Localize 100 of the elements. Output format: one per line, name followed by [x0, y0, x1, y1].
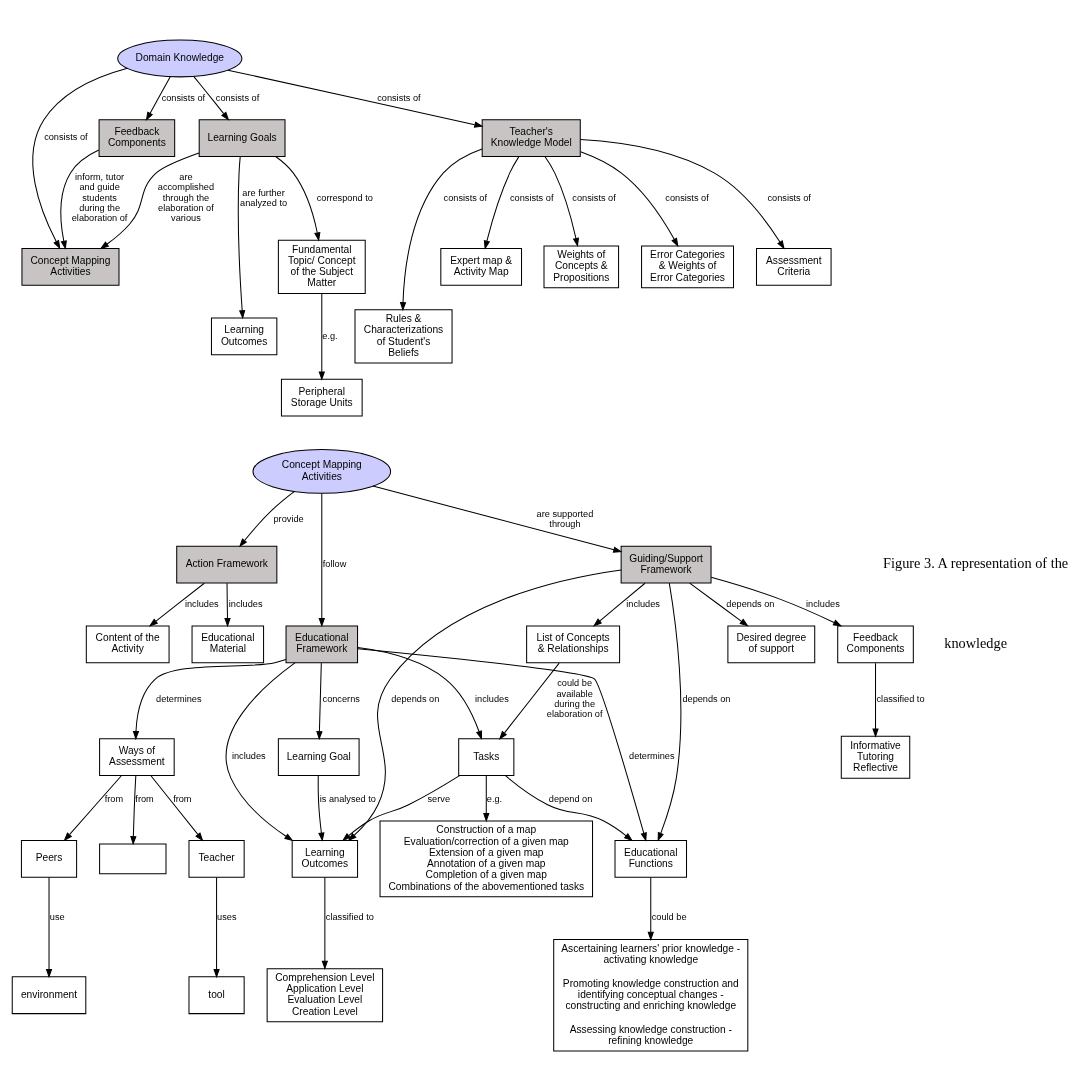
node-box: Desired degree of support	[727, 625, 816, 664]
node-box	[99, 843, 167, 875]
arrow	[225, 662, 296, 842]
node-box: tool	[188, 976, 245, 1015]
edge-label: could be	[651, 912, 687, 923]
arrow	[357, 648, 647, 842]
edge-label: depends on	[682, 693, 731, 704]
arrow	[32, 67, 128, 250]
arrow	[316, 662, 323, 741]
edge-label: could be available during the elaboration of	[546, 678, 603, 720]
arrow	[399, 148, 483, 312]
arrow	[227, 69, 484, 128]
arrow	[504, 775, 633, 842]
node-box: Learning Goals	[198, 119, 286, 158]
edge-label: concerns	[322, 693, 360, 704]
edge-label: from	[173, 793, 192, 804]
node-box: Action Framework	[176, 545, 278, 584]
edge-label: follow	[322, 558, 347, 569]
edge-label: use	[49, 912, 65, 923]
node-box: Teacher's Knowledge Model	[481, 119, 581, 158]
edge-label: from	[135, 793, 154, 804]
edge-label: consists of	[767, 192, 811, 203]
node-ellipse: Domain Knowledge	[117, 39, 243, 78]
arrow	[150, 775, 204, 842]
edge-label: serve	[427, 793, 451, 804]
arrow	[580, 151, 679, 248]
arrow	[579, 138, 785, 250]
edge-label: is analysed to	[319, 793, 376, 804]
node-box: Educational Material	[191, 625, 265, 664]
arrow	[341, 775, 461, 842]
edge-label: correspond to	[316, 192, 373, 203]
arrow	[483, 156, 520, 250]
edge-label: determines	[156, 693, 202, 704]
node-box: environment	[11, 976, 87, 1015]
arrow	[357, 647, 482, 740]
node-box: Assessment Criteria	[756, 248, 832, 286]
edge-label: e.g.	[322, 330, 338, 341]
edge-label: consists of	[44, 132, 88, 143]
node-box: Error Categories & Weights of Error Categories	[641, 245, 734, 289]
edge-label: from	[104, 793, 124, 804]
edge-label: consists of	[377, 92, 421, 103]
label: Figure 3. A representation of the	[883, 555, 1069, 572]
node-box: Educational Functions	[614, 839, 688, 878]
node-box: Educational Framework	[285, 625, 359, 664]
arrow	[710, 576, 843, 627]
edge-label: includes	[806, 598, 840, 609]
arrow	[99, 152, 200, 250]
edge-label: includes	[228, 598, 263, 609]
arrow	[498, 662, 560, 740]
node-box: Rules & Characterizations of Student's Beliefs	[354, 309, 453, 364]
arrow	[237, 156, 246, 320]
arrow	[647, 876, 654, 941]
node-box: Peripheral Storage Units	[280, 378, 363, 417]
node-box: Concept Mapping Activities	[21, 248, 120, 286]
node-box: Learning Goal	[277, 738, 360, 777]
edge-label: consists of	[572, 192, 616, 203]
node-box: Comprehension Level Application Level Evaluation Level Creation Level	[266, 968, 384, 1023]
node-box: Feedback Components	[98, 119, 176, 158]
arrow	[657, 582, 682, 842]
arrow	[872, 662, 879, 738]
label: knowledge	[944, 635, 1007, 652]
arrow	[60, 149, 100, 250]
arrow	[63, 775, 122, 842]
edge-label: depend on	[548, 793, 593, 804]
arrow	[318, 293, 325, 381]
node-box: Construction of a map Evaluation/correction of a given map Extension of a given map Annotation of a given map Completion of a given map Combinations of the abovementioned tasks	[379, 820, 594, 898]
edge-label: depends on	[726, 598, 775, 609]
node-ellipse: Concept Mapping Activities	[252, 449, 392, 494]
arrow	[239, 490, 295, 548]
edge-label: e.g.	[486, 793, 503, 804]
arrow	[689, 582, 749, 627]
node-box: Guiding/Support Framework	[620, 545, 712, 584]
arrow	[483, 775, 490, 823]
node-box: Ways of Assessment	[99, 738, 175, 777]
edge-label: inform, tutor and guide students during the elaboration of	[71, 172, 128, 224]
node-box: Informative Tutoring Reflective	[840, 735, 911, 779]
node-box: Weights of Concepts & Propositions	[543, 245, 620, 289]
edge-label: uses	[217, 912, 237, 923]
node-box: Content of the Activity	[85, 625, 170, 664]
edge-label: consists of	[161, 92, 206, 103]
edge-label: includes	[475, 693, 509, 704]
arrow	[45, 876, 53, 979]
node-box: Fundamental Topic/ Concept of the Subject Matter	[277, 239, 366, 294]
arrow	[148, 582, 205, 627]
edge-label: classified to	[325, 912, 374, 923]
arrow	[130, 775, 137, 846]
edge-label: consists of	[665, 192, 709, 203]
edge-label: depends on	[391, 693, 440, 704]
edge-label: classified to	[876, 693, 925, 704]
arrow	[321, 876, 329, 970]
edge-label: are further analyzed to	[240, 187, 288, 208]
edge-label: provide	[273, 513, 304, 524]
edge-label: determines	[629, 751, 675, 762]
arrow	[317, 775, 325, 842]
arrow	[318, 492, 325, 628]
arrow	[224, 582, 231, 628]
arrow	[275, 156, 321, 242]
node-box: Teacher	[188, 839, 245, 878]
edge-label: includes	[184, 598, 219, 609]
edge-label: includes	[626, 598, 660, 609]
